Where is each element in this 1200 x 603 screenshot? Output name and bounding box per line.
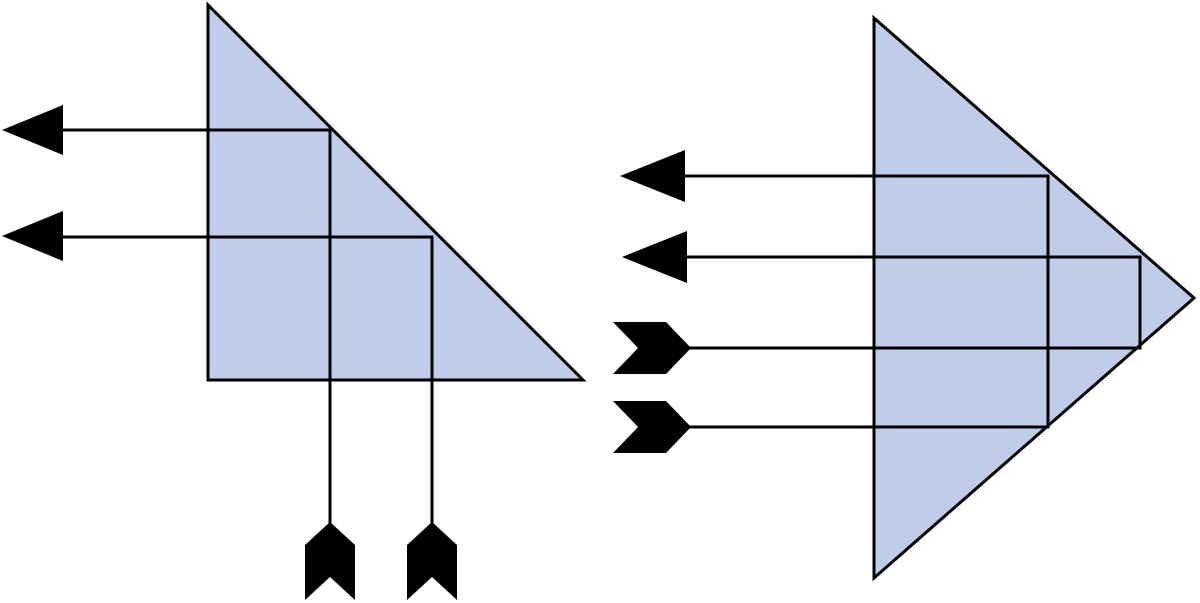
- right-ray-path-inner: [665, 255, 1142, 350]
- chevron-tail-icon: [305, 522, 355, 600]
- left-arrowhead-icon: [2, 105, 63, 155]
- right-prism-triangle: [872, 14, 1197, 582]
- left-arrowhead-icon: [622, 231, 687, 283]
- left-prism-group: [2, 1, 587, 600]
- chevron-tail-icon: [407, 522, 457, 600]
- right-ray-path-outer: [665, 174, 1050, 429]
- chevron-tail-icon: [613, 322, 691, 374]
- left-arrowhead-icon: [620, 150, 685, 202]
- left-arrowhead-icon: [2, 211, 63, 261]
- left-ray-path-2: [45, 235, 434, 560]
- chevron-tail-icon: [613, 401, 691, 453]
- left-prism-triangle: [206, 1, 587, 382]
- left-ray-path-1: [45, 128, 332, 560]
- right-prism-group: [613, 14, 1197, 582]
